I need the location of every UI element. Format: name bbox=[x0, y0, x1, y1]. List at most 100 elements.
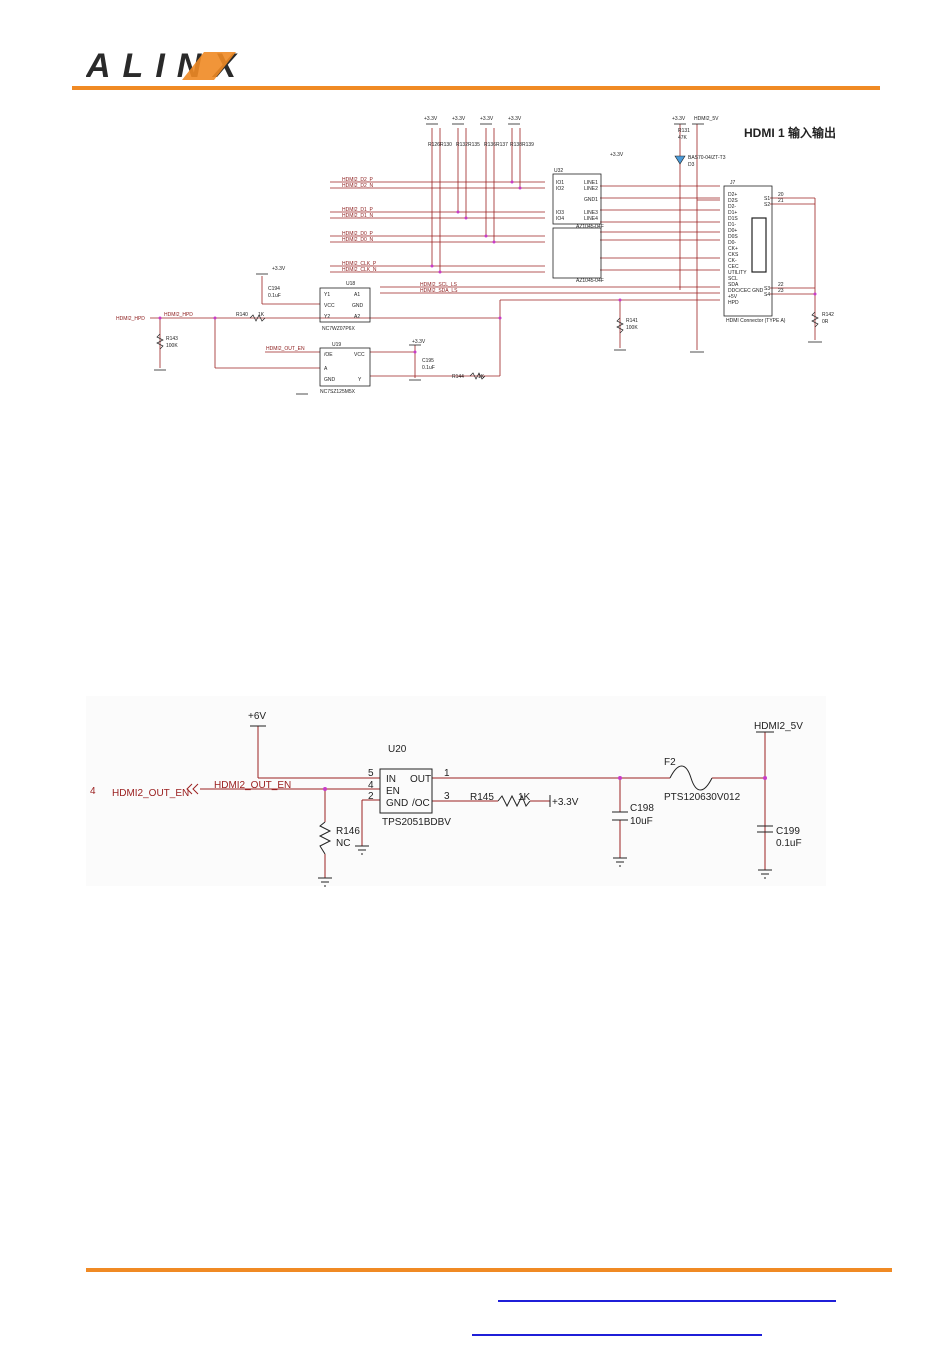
fuse-f2-icon bbox=[669, 765, 713, 791]
c195-val: 0.1uF bbox=[422, 365, 435, 371]
shield-label-s3: S3 bbox=[764, 286, 770, 292]
net-scl: HDMI2_SCL_LS bbox=[420, 282, 458, 288]
rarray-1: R126R130 bbox=[428, 142, 452, 148]
connector-pin-14: UTILITY bbox=[728, 270, 747, 276]
net-sda: HDMI2_SDA_LS bbox=[420, 288, 458, 294]
r141-ref: R141 bbox=[626, 318, 638, 324]
r143-val: 100K bbox=[166, 343, 178, 349]
esd-pin-l3: IO3 bbox=[556, 210, 564, 216]
pin-en: EN bbox=[386, 786, 400, 797]
resistor-r140-icon bbox=[249, 314, 266, 322]
u18-pin-a1: A1 bbox=[354, 292, 360, 298]
c195-ref: C195 bbox=[422, 358, 434, 364]
resistor-r142-icon bbox=[811, 311, 819, 328]
net-d2p: HDMI2_D2_P bbox=[342, 177, 374, 183]
connector-pin-5: D1S bbox=[728, 216, 738, 222]
u19-pin-oe: /OE bbox=[324, 352, 333, 358]
resistor-r141-icon bbox=[616, 317, 624, 334]
esd-pin-l1: IO1 bbox=[556, 180, 564, 186]
power-label-7: +3.3V bbox=[412, 339, 426, 345]
pin-num-2: 2 bbox=[368, 791, 374, 802]
esd-pin-r4: LINE3 bbox=[584, 210, 598, 216]
connector-pin-9: D0- bbox=[728, 240, 736, 246]
off-page-connector-icon bbox=[186, 783, 193, 795]
shield-pin-21: 21 bbox=[778, 198, 784, 204]
diode-icon bbox=[674, 155, 686, 165]
power-label-1: +3.3V bbox=[424, 116, 438, 122]
esd-pin-l2: IO2 bbox=[556, 186, 564, 192]
esd-pin-l4: IO4 bbox=[556, 216, 564, 222]
power-label-4: +3.3V bbox=[508, 116, 522, 122]
pin-num-3: 3 bbox=[444, 791, 450, 802]
connector-pin-3: D2- bbox=[728, 204, 736, 210]
top-title: HDMI 1 输入输出 bbox=[744, 125, 836, 140]
footer-link-underline-1[interactable] bbox=[498, 1300, 836, 1302]
u18-pin-vcc: VCC bbox=[324, 303, 335, 309]
u18-pin-y1: Y1 bbox=[324, 292, 330, 298]
level-shifter-u18 bbox=[319, 287, 371, 323]
schematic-hdmi-top: HDMI 1 输入输出 +3.3V +3.3V +3.3V +3.3V +3.3… bbox=[116, 116, 836, 395]
connector-pin-16: SDA bbox=[728, 282, 739, 288]
led-ref: D3 bbox=[688, 162, 695, 168]
footer-link-underline-2[interactable] bbox=[472, 1334, 762, 1336]
u18-pin-gnd: GND bbox=[352, 303, 364, 309]
pin-gnd: GND bbox=[386, 798, 408, 809]
off-page-connector-icon-2 bbox=[192, 783, 199, 795]
connector-pin-17: DDC/CEC GND bbox=[728, 288, 764, 294]
sheet-ref: 4 bbox=[90, 786, 96, 797]
net-d2n: HDMI2_D2_N bbox=[342, 183, 374, 189]
resistor-r143-icon bbox=[156, 333, 164, 350]
pin-oc: /OC bbox=[412, 798, 430, 809]
r145-ref: R145 bbox=[470, 792, 494, 803]
supply-6v: +6V bbox=[248, 711, 266, 722]
r141-val: 100K bbox=[626, 325, 638, 331]
connector-pin-10: CK+ bbox=[728, 246, 738, 252]
u19-pin-a: A bbox=[324, 366, 328, 372]
esd-pin-r5: LINE4 bbox=[584, 216, 598, 222]
c194-ref: C194 bbox=[268, 286, 280, 292]
fuse-part: PTS120630V012 bbox=[664, 792, 741, 803]
r145-val: 1K bbox=[518, 792, 531, 803]
hdmi-receptacle-icon bbox=[751, 217, 767, 273]
u18-pin-a2: A2 bbox=[354, 314, 360, 320]
esd-chip-u32 bbox=[552, 173, 602, 225]
connector-name: HDMI Connector (TYPE A) bbox=[726, 318, 786, 324]
resistor-r144-icon bbox=[469, 372, 486, 380]
shield-pin-22: 22 bbox=[778, 282, 784, 288]
u19-ref: U19 bbox=[332, 342, 341, 348]
c198-val: 10uF bbox=[630, 816, 653, 827]
net-en-port: HDMI2_OUT_EN bbox=[112, 788, 189, 799]
r142-val: 0R bbox=[822, 319, 829, 325]
power-label-2: +3.3V bbox=[452, 116, 466, 122]
r143-ref: R143 bbox=[166, 336, 178, 342]
esd-chip-2 bbox=[552, 227, 602, 279]
net-en-label: HDMI2_OUT_EN bbox=[214, 780, 291, 791]
u19-pin-gnd: GND bbox=[324, 377, 336, 383]
resistor-r145-icon bbox=[497, 794, 531, 808]
r144-val: 1K bbox=[478, 374, 485, 380]
net-d1p: HDMI2_D1_P bbox=[342, 207, 374, 213]
connector-pin-7: D0+ bbox=[728, 228, 737, 234]
hpd-net-2: HDMI2_HPD bbox=[164, 312, 193, 318]
connector-pin-1: D2+ bbox=[728, 192, 737, 198]
r144-ref: R144 bbox=[452, 374, 464, 380]
connector-pin-18: +5V bbox=[728, 294, 738, 300]
logo-accent-icon bbox=[182, 52, 236, 80]
connector-ref: J7 bbox=[730, 180, 736, 186]
net-d0p: HDMI2_D0_P bbox=[342, 231, 374, 237]
rarray-4: R138R139 bbox=[510, 142, 534, 148]
hdmi-5v: HDMI2_5V bbox=[754, 721, 803, 732]
shield-label-s4: S4 bbox=[764, 292, 770, 298]
power-label-6: +3.3V bbox=[272, 266, 286, 272]
net-clkp: HDMI2_CLK_P bbox=[342, 261, 377, 267]
c199-val: 0.1uF bbox=[776, 838, 802, 849]
u18-part: NC7WZ07P6X bbox=[322, 326, 355, 332]
schematic-power-switch: +6V U20 TPS2051BDBV IN EN GND /OC OUT 5 … bbox=[86, 696, 826, 887]
u19-pin-vcc: VCC bbox=[354, 352, 365, 358]
alinx-logo: ALINX bbox=[86, 47, 238, 85]
c199-ref: C199 bbox=[776, 826, 800, 837]
shield-pin-20: 20 bbox=[778, 192, 784, 198]
u19-part: NC7SZ125M5X bbox=[320, 389, 356, 395]
connector-pin-6: D1- bbox=[728, 222, 736, 228]
connector-pin-12: CK- bbox=[728, 258, 737, 264]
